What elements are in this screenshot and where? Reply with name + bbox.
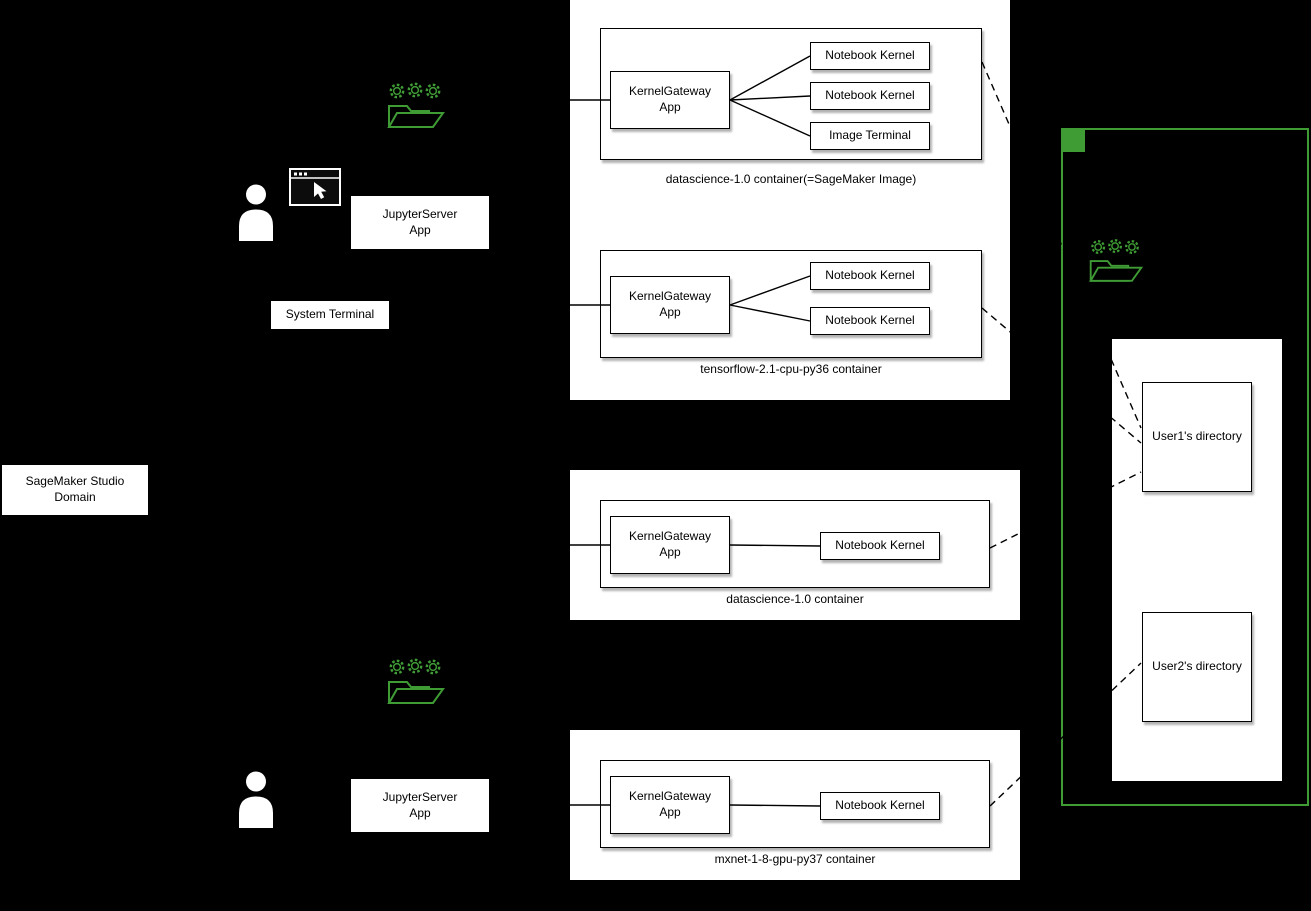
notebook-kernel-box: Notebook Kernel [810,42,930,70]
notebook-kernel-label: Notebook Kernel [825,268,915,283]
system-terminal-box: System Terminal [270,300,390,330]
jupyterserver-app-label: JupyterServer App [382,206,458,237]
sagemaker-studio-domain-label: SageMaker Studio Domain [25,474,125,504]
container-caption: datascience-1.0 container [726,592,864,606]
middle-containers-panel: KernelGateway App Notebook Kernel datasc… [570,470,1020,620]
user1-person-icon [234,183,278,241]
user-directories-panel: User1's directory User2's directory [1112,339,1282,781]
green-square-icon [1061,128,1085,152]
user2-containers-panel: KernelGateway App Notebook Kernel mxnet-… [570,730,1020,880]
notebook-kernel-box: Notebook Kernel [820,792,940,820]
notebook-kernel-label: Notebook Kernel [825,88,915,103]
user1-gears-folder-icon [384,80,448,134]
notebook-kernel-label: Notebook Kernel [825,313,915,328]
user1-containers-panel: KernelGateway App Notebook Kernel Notebo… [570,0,1010,400]
notebook-kernel-box: Notebook Kernel [820,532,940,560]
user2-directory-box: User2's directory [1142,612,1252,722]
kernelgateway-app-box: KernelGateway App [610,516,730,574]
user2-person-icon [234,770,278,828]
kernelgateway-app-box: KernelGateway App [610,71,730,129]
user1-directory-label: User1's directory [1152,429,1242,444]
kernelgateway-app-label: KernelGateway App [628,84,712,114]
shared-storage-volume-box: User1's directory User2's directory [1061,128,1309,806]
kernelgateway-app-label: KernelGateway App [628,529,712,559]
jupyterserver-app-box-user1: JupyterServer App [350,195,490,250]
storage-gears-folder-icon [1086,236,1146,288]
notebook-kernel-box: Notebook Kernel [810,82,930,110]
jupyterserver-app-box-user2: JupyterServer App [350,778,490,833]
kernelgateway-app-box: KernelGateway App [610,276,730,334]
image-terminal-label: Image Terminal [829,128,911,143]
container-caption: tensorflow-2.1-cpu-py36 container [700,362,882,376]
system-terminal-label: System Terminal [285,307,375,322]
jupyterserver-app-label: JupyterServer App [382,789,458,820]
container-caption: mxnet-1-8-gpu-py37 container [714,852,876,866]
kernelgateway-app-label: KernelGateway App [628,289,712,319]
browser-window-cursor-icon [289,168,341,206]
notebook-kernel-label: Notebook Kernel [835,798,925,813]
sagemaker-studio-domain-box: SageMaker Studio Domain [1,464,149,516]
user2-gears-folder-icon [384,656,448,710]
kernelgateway-app-box: KernelGateway App [610,776,730,834]
user1-directory-box: User1's directory [1142,382,1252,492]
kernelgateway-app-label: KernelGateway App [628,789,712,819]
notebook-kernel-box: Notebook Kernel [810,307,930,335]
user2-directory-label: User2's directory [1152,659,1242,674]
image-terminal-box: Image Terminal [810,122,930,150]
notebook-kernel-label: Notebook Kernel [825,48,915,63]
notebook-kernel-label: Notebook Kernel [835,538,925,553]
container-caption: datascience-1.0 container(=SageMaker Ima… [665,172,917,186]
notebook-kernel-box: Notebook Kernel [810,262,930,290]
